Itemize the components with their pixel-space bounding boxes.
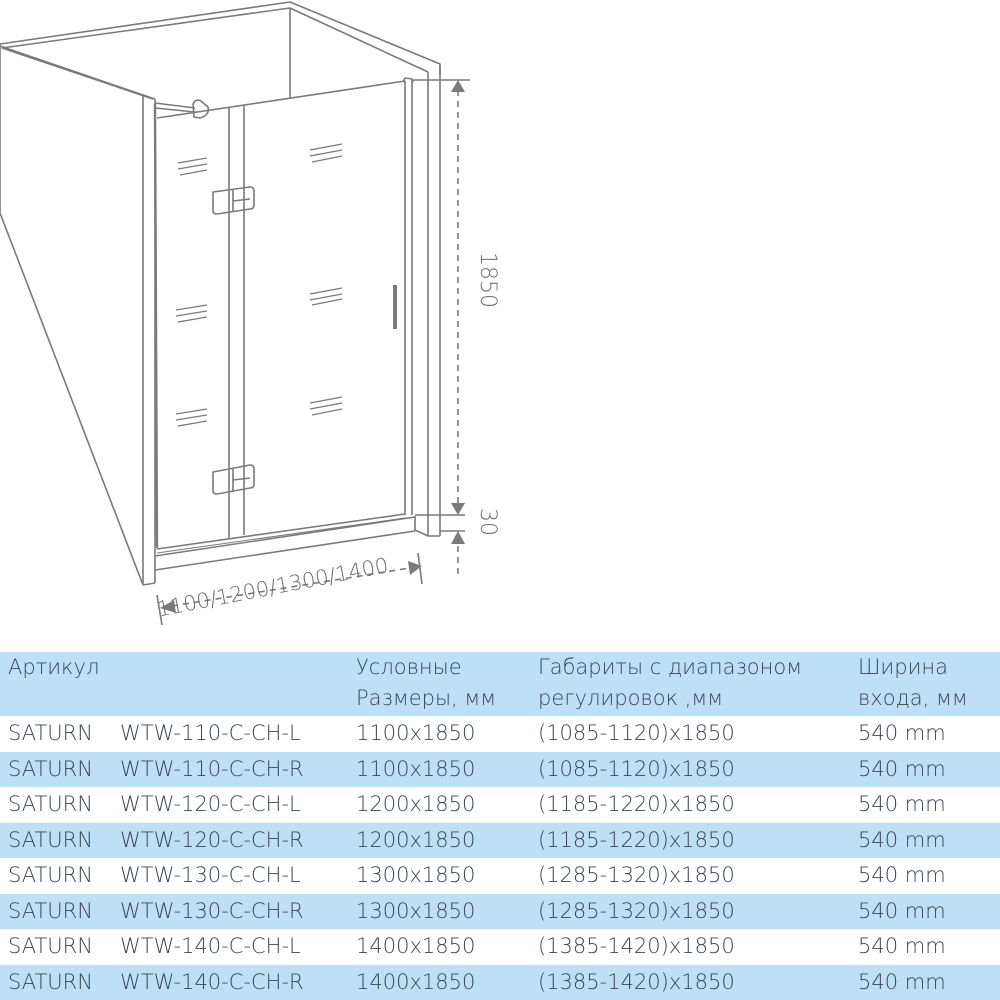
- cell-entry: 540 mm: [858, 863, 946, 887]
- cell-article: SATURN WTW-110-C-CH-R: [0, 752, 348, 788]
- table-row: SATURN WTW-110-C-CH-R 1100x1850 (1085-112…: [0, 751, 1000, 788]
- series-name: SATURN: [8, 721, 93, 745]
- cell-range: (1285-1320)x1850: [538, 863, 735, 887]
- cell-range: (1185-1220)x1850: [538, 792, 735, 816]
- table-row: SATURN WTW-120-C-CH-R 1200x1850 (1185-122…: [0, 822, 1000, 859]
- header-entry-width: Ширина входа, мм: [850, 652, 1000, 716]
- header-adjust-range-line2: регулировок ,мм: [538, 686, 724, 710]
- article-code: WTW-140-C-CH-L: [120, 934, 301, 958]
- table-row: SATURN WTW-140-C-CH-L 1400x1850 (1385-142…: [0, 929, 1000, 965]
- cell-entry: 540 mm: [858, 721, 946, 745]
- table-row: SATURN WTW-110-C-CH-L 1100x1850 (1085-112…: [0, 716, 1000, 752]
- table-row: SATURN WTW-120-C-CH-L 1200x1850 (1185-122…: [0, 787, 1000, 823]
- cell-range: (1185-1220)x1850: [538, 827, 735, 852]
- cell-entry: 540 mm: [858, 969, 946, 994]
- article-code: WTW-130-C-CH-R: [120, 898, 304, 923]
- header-entry-width-line1: Ширина: [858, 655, 949, 679]
- header-entry-width-line2: входа, мм: [858, 686, 968, 710]
- cell-entry: 540 mm: [858, 934, 946, 958]
- series-name: SATURN: [8, 863, 93, 887]
- cell-range: (1085-1120)x1850: [538, 756, 735, 781]
- header-article: Артикул: [0, 652, 348, 716]
- threshold-dimension-label: 30: [475, 508, 500, 536]
- series-name: SATURN: [8, 898, 93, 923]
- cell-size: 1300x1850: [356, 898, 476, 923]
- table-row: SATURN WTW-140-C-CH-R 1400x1850 (1385-142…: [0, 964, 1000, 1000]
- shower-enclosure-line-art: [0, 1, 470, 626]
- table-row: SATURN WTW-130-C-CH-L 1300x1850 (1285-132…: [0, 858, 1000, 894]
- series-name: SATURN: [8, 934, 93, 958]
- article-code: WTW-110-C-CH-R: [120, 756, 304, 781]
- cell-size: 1200x1850: [356, 827, 476, 852]
- cell-article: SATURN WTW-130-C-CH-L: [0, 858, 348, 894]
- header-adjust-range-line1: Габариты с диапазоном: [538, 655, 803, 679]
- cell-range: (1285-1320)x1850: [538, 898, 735, 923]
- cell-article: SATURN WTW-130-C-CH-R: [0, 894, 348, 930]
- header-nominal-size-line2: Размеры, мм: [356, 686, 497, 710]
- shower-door-drawing: 1850 30 1100/1200/1300/1400: [0, 1, 500, 626]
- cell-article: SATURN WTW-120-C-CH-R: [0, 823, 348, 859]
- article-code: WTW-130-C-CH-L: [120, 863, 301, 887]
- series-name: SATURN: [8, 756, 93, 781]
- cell-size: 1200x1850: [356, 792, 476, 816]
- cell-entry: 540 mm: [858, 827, 946, 852]
- table-row: SATURN WTW-130-C-CH-R 1300x1850 (1285-132…: [0, 893, 1000, 930]
- cell-article: SATURN WTW-120-C-CH-L: [0, 787, 348, 823]
- article-code: WTW-110-C-CH-L: [120, 721, 301, 745]
- series-name: SATURN: [8, 827, 93, 852]
- cell-article: SATURN WTW-110-C-CH-L: [0, 716, 348, 752]
- cell-range: (1385-1420)x1850: [538, 969, 735, 994]
- article-code: WTW-120-C-CH-R: [120, 827, 304, 852]
- article-code: WTW-140-C-CH-R: [120, 969, 304, 994]
- article-code: WTW-120-C-CH-L: [120, 792, 301, 816]
- cell-entry: 540 mm: [858, 756, 946, 781]
- cell-range: (1085-1120)x1850: [538, 721, 735, 745]
- header-article-line1: Артикул: [8, 655, 100, 679]
- cell-size: 1100x1850: [356, 721, 476, 745]
- series-name: SATURN: [8, 792, 93, 816]
- cell-size: 1400x1850: [356, 969, 476, 994]
- cell-size: 1100x1850: [356, 756, 476, 781]
- height-dimension-label: 1850: [475, 252, 500, 308]
- cell-article: SATURN WTW-140-C-CH-L: [0, 929, 348, 965]
- cell-size: 1400x1850: [356, 934, 476, 958]
- header-nominal-size-line1: Условные: [356, 655, 462, 679]
- cell-article: SATURN WTW-140-C-CH-R: [0, 965, 348, 1000]
- series-name: SATURN: [8, 969, 93, 994]
- cell-entry: 540 mm: [858, 898, 946, 923]
- cell-range: (1385-1420)x1850: [538, 934, 735, 958]
- cell-size: 1300x1850: [356, 863, 476, 887]
- header-adjust-range: Габариты с диапазоном регулировок ,мм: [530, 652, 850, 716]
- cell-entry: 540 mm: [858, 792, 946, 816]
